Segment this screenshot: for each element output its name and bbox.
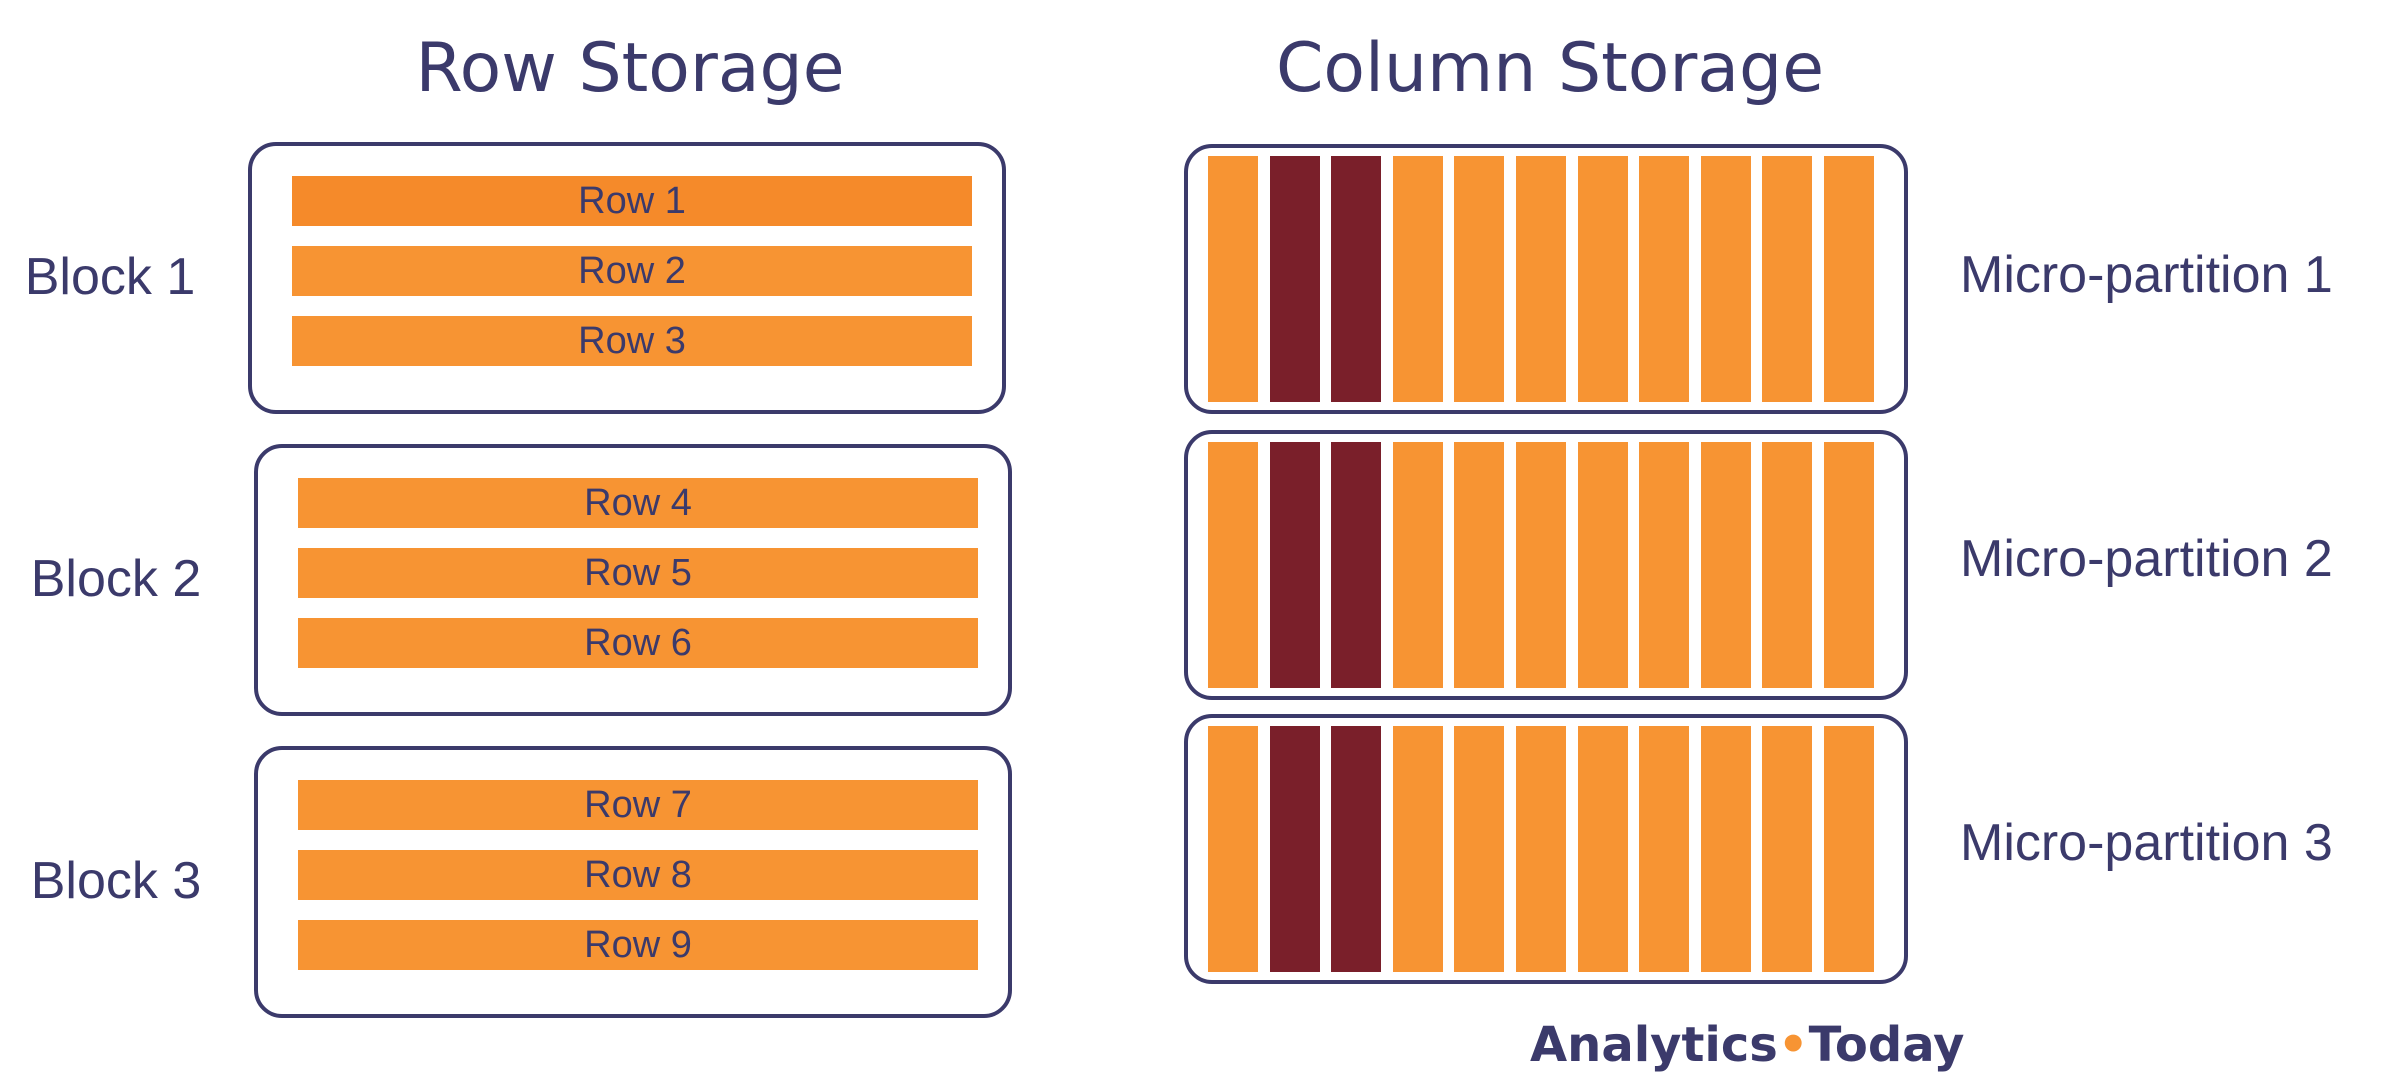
row-bar: Row 1 <box>292 176 972 226</box>
block-label: Block 1 <box>24 248 196 306</box>
highlighted-column-bar <box>1331 156 1381 402</box>
column-bar <box>1578 442 1628 688</box>
column-bar <box>1516 156 1566 402</box>
column-bar <box>1701 442 1751 688</box>
block-label: Block 3 <box>30 852 202 910</box>
column-bar <box>1208 156 1258 402</box>
micro-partition-label: Micro-partition 1 <box>1960 246 2333 304</box>
column-bar <box>1639 442 1689 688</box>
micro-partition-label: Micro-partition 3 <box>1960 814 2333 872</box>
column-bar <box>1639 726 1689 972</box>
column-bar <box>1454 726 1504 972</box>
micro-partition-3 <box>1184 714 1908 984</box>
column-bar <box>1762 442 1812 688</box>
column-bar <box>1762 726 1812 972</box>
brand-left-text: Analytics <box>1530 1017 1778 1073</box>
column-bar <box>1516 442 1566 688</box>
column-bar <box>1208 442 1258 688</box>
row-block-2: Row 4 Row 5 Row 6 <box>254 444 1012 716</box>
column-bar <box>1762 156 1812 402</box>
column-bar <box>1824 726 1874 972</box>
row-bar: Row 5 <box>298 548 978 598</box>
row-block-3: Row 7 Row 8 Row 9 <box>254 746 1012 1018</box>
column-bar <box>1578 156 1628 402</box>
row-bar: Row 9 <box>298 920 978 970</box>
highlighted-column-bar <box>1270 726 1320 972</box>
analytics-today-logo: Analytics•Today <box>1530 1010 1964 1080</box>
brand-right-text: Today <box>1808 1017 1965 1073</box>
row-storage-title: Row Storage <box>415 29 845 108</box>
column-storage-title: Column Storage <box>1275 29 1825 108</box>
column-bar <box>1454 156 1504 402</box>
row-bar: Row 7 <box>298 780 978 830</box>
column-bar <box>1824 156 1874 402</box>
micro-partition-label: Micro-partition 2 <box>1960 530 2333 588</box>
column-bar <box>1454 442 1504 688</box>
column-bar <box>1208 726 1258 972</box>
row-block-1: Row 1 Row 2 Row 3 <box>248 142 1006 414</box>
micro-partition-2 <box>1184 430 1908 700</box>
column-bar <box>1824 442 1874 688</box>
column-bar <box>1393 442 1443 688</box>
highlighted-column-bar <box>1270 442 1320 688</box>
row-bar: Row 4 <box>298 478 978 528</box>
row-bar: Row 8 <box>298 850 978 900</box>
block-label: Block 2 <box>30 550 202 608</box>
highlighted-column-bar <box>1331 726 1381 972</box>
highlighted-column-bar <box>1331 442 1381 688</box>
column-bar <box>1516 726 1566 972</box>
column-bar <box>1578 726 1628 972</box>
column-bar <box>1639 156 1689 402</box>
row-bar: Row 6 <box>298 618 978 668</box>
brand-dot-separator: • <box>1777 1017 1809 1073</box>
column-bar <box>1393 726 1443 972</box>
column-bar <box>1701 156 1751 402</box>
micro-partition-1 <box>1184 144 1908 414</box>
highlighted-column-bar <box>1270 156 1320 402</box>
column-bar <box>1393 156 1443 402</box>
row-bar: Row 2 <box>292 246 972 296</box>
row-bar: Row 3 <box>292 316 972 366</box>
column-bar <box>1701 726 1751 972</box>
